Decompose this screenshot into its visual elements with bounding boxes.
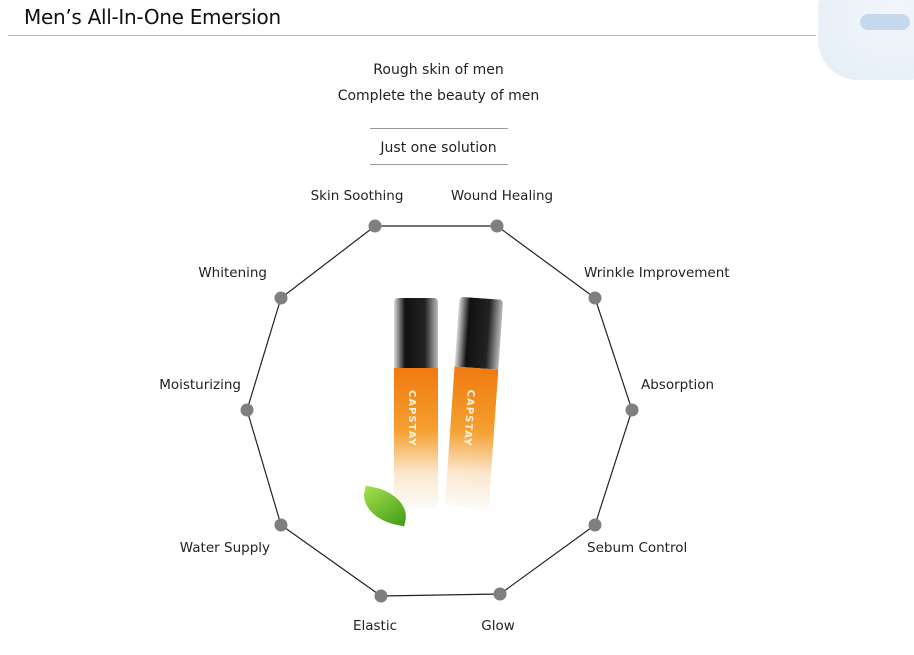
feature-label: Elastic	[352, 618, 398, 634]
product-bottle-1: CAPSTAY	[394, 298, 438, 508]
intro-line-2: Complete the beauty of men	[337, 88, 540, 104]
feature-label: Skin Soothing	[310, 188, 404, 204]
page-title: Men’s All-In-One Emersion	[24, 5, 281, 29]
wheel-outline	[246, 225, 633, 597]
feature-label: Wrinkle Improvement	[584, 265, 730, 281]
bottle-brand: CAPSTAY	[406, 390, 417, 447]
intro-line-1: Rough skin of men	[373, 62, 504, 78]
feature-dot	[274, 518, 288, 532]
feature-dot	[625, 403, 639, 417]
feature-label: Sebum Control	[587, 540, 688, 556]
face-mask-eye-decoration	[860, 14, 910, 30]
feature-dot	[493, 587, 507, 601]
feature-dot	[274, 291, 288, 305]
feature-label: Absorption	[641, 377, 715, 393]
feature-label: Water Supply	[179, 540, 270, 556]
feature-dot	[374, 589, 388, 603]
feature-dot	[588, 518, 602, 532]
feature-dot	[240, 403, 254, 417]
title-divider	[8, 35, 816, 36]
feature-dot	[490, 219, 504, 233]
tagline-rule-bottom	[370, 164, 508, 165]
feature-dot	[368, 219, 382, 233]
feature-label: Glow	[481, 618, 515, 634]
tagline-rule-top	[370, 128, 508, 129]
feature-label: Moisturizing	[159, 377, 241, 393]
tagline: Just one solution	[380, 140, 497, 156]
face-mask-decoration	[818, 0, 914, 80]
feature-dot	[588, 291, 602, 305]
feature-label: Whitening	[198, 265, 267, 281]
feature-label: Wound Healing	[450, 188, 554, 204]
bottle-brand: CAPSTAY	[460, 389, 476, 447]
